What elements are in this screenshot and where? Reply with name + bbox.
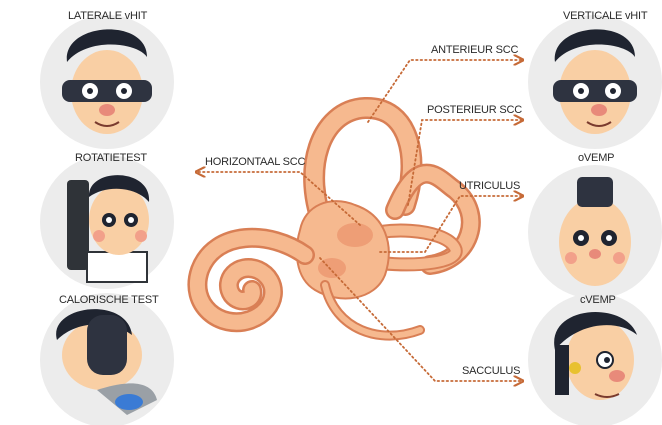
goggles-icon — [62, 80, 152, 102]
label-rotation-test: ROTATIETEST — [75, 152, 147, 164]
portrait-rotation-test — [40, 155, 174, 289]
portrait-ovemp — [528, 165, 662, 299]
inner-ear-organ — [197, 108, 470, 336]
label-ovemp: oVEMP — [578, 152, 614, 164]
headphones-icon — [87, 315, 127, 375]
electrode-cap-icon — [577, 177, 613, 207]
goggles-icon — [553, 80, 637, 102]
portrait-lateral-vhit — [40, 15, 174, 149]
label-vertical-vhit: VERTICALE vHIT — [563, 10, 647, 22]
portrait-cvemp — [528, 293, 662, 425]
cochlea — [197, 238, 305, 322]
label-posterior-scc: POSTERIEUR SCC — [427, 104, 522, 116]
label-caloric-test: CALORISCHE TEST — [59, 294, 159, 306]
label-utriculus: UTRICULUS — [459, 180, 520, 192]
label-horizontal-scc: HORIZONTAAL SCC — [205, 156, 305, 168]
portrait-vertical-vhit — [528, 15, 662, 149]
label-anterior-scc: ANTERIEUR SCC — [431, 44, 518, 56]
earpiece-icon — [569, 362, 581, 374]
label-cvemp: cVEMP — [580, 294, 616, 306]
portrait-caloric-test — [40, 293, 174, 425]
label-sacculus: SACCULUS — [462, 365, 520, 377]
label-lateral-vhit: LATERALE vHIT — [68, 10, 147, 22]
